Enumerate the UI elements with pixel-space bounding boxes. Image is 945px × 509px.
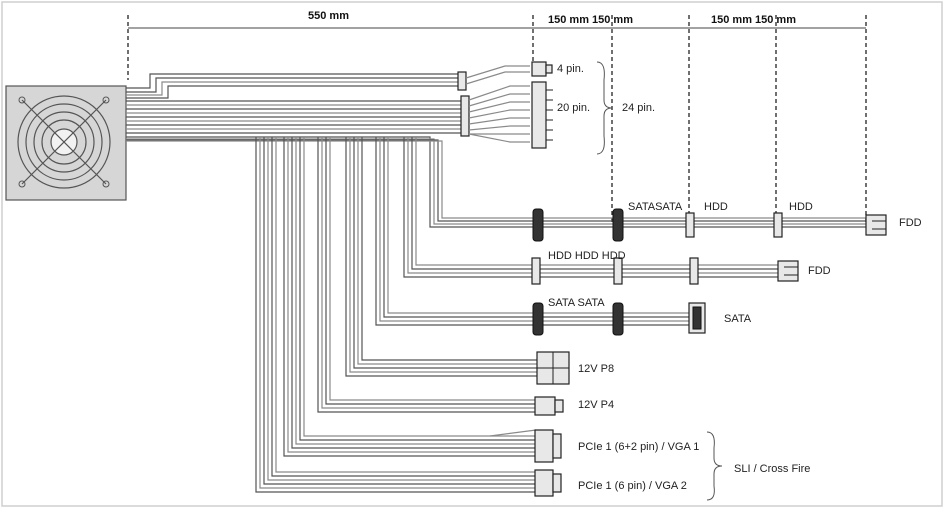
label-12v-p8: 12V P8: [578, 363, 614, 375]
atx-bundle: [126, 65, 530, 143]
label-sli: SLI / Cross Fire: [734, 463, 810, 475]
label-pcie-vga1: PCIe 1 (6+2 pin) / VGA 1: [578, 441, 699, 453]
psu-fan-icon: [5, 85, 127, 201]
chain1-label-sata: SATASATA: [628, 201, 683, 213]
connector-pcie-vga2: [534, 469, 562, 497]
connector-4pin: [531, 61, 553, 77]
label-24pin: 24 pin.: [622, 102, 655, 114]
chain1-label-hdd1: HDD: [704, 201, 728, 213]
chain2-label-hdd: HDD HDD HDD: [548, 250, 626, 262]
brace-24pin: [596, 61, 613, 155]
cable-routes: [126, 136, 870, 493]
dimension-seg2-label: 150 mm 150 mm: [711, 14, 796, 26]
chain1-label-fdd: FDD: [899, 217, 922, 229]
dimension-lines: [127, 15, 867, 222]
connector-12v-p4: [534, 396, 564, 416]
brace-sli: [706, 431, 723, 501]
label-20pin: 20 pin.: [557, 102, 590, 114]
chain3-connectors: [532, 302, 706, 336]
chain2-connectors: [531, 257, 799, 285]
chain1-label-hdd2: HDD: [789, 201, 813, 213]
dimension-seg1-label: 150 mm 150 mm: [548, 14, 633, 26]
label-4pin: 4 pin.: [557, 63, 584, 75]
chain3-label-sata-end: SATA: [724, 313, 752, 325]
chain2-label-fdd: FDD: [808, 265, 831, 277]
label-12v-p4: 12V P4: [578, 399, 614, 411]
label-pcie-vga2: PCIe 1 (6 pin) / VGA 2: [578, 480, 687, 492]
dimension-main-label: 550 mm: [308, 10, 349, 22]
connector-12v-p8: [536, 351, 570, 385]
connector-pcie-vga1: [489, 429, 562, 463]
chain1-connectors: [532, 208, 887, 242]
connector-20pin: [531, 81, 553, 149]
chain3-label-sata: SATA SATA: [548, 297, 605, 309]
